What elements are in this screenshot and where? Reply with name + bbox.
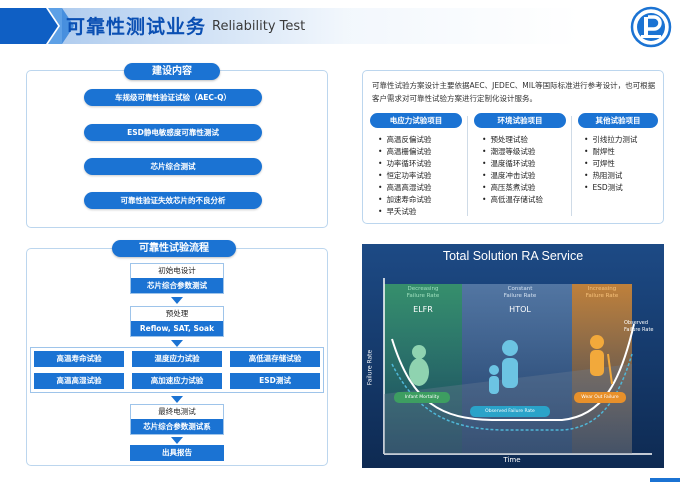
col-other-title: 其他试验项目 (578, 113, 658, 128)
list-item: 高低温存储试验 (482, 194, 566, 206)
list-item: 热阻测试 (584, 170, 658, 182)
phase-constant: Constant Failure Rate HTOL (470, 286, 570, 314)
desc-text: 可靠性试验方案设计主要依据AEC、JEDEC、MIL等国际标准进行参考设计，也可… (372, 81, 656, 103)
phase-label: Increasing (587, 286, 617, 292)
test-hi-lo-storage: 高低温存储试验 (230, 351, 320, 367)
phase-decreasing: Decreasing Failure Rate ELFR (386, 286, 460, 314)
flow-tests-group (30, 347, 324, 393)
flow-section-title: 可靠性试验流程 (112, 240, 236, 257)
build-section-title: 建设内容 (124, 63, 220, 80)
list-item: 温度冲击试验 (482, 170, 566, 182)
list-item: 早夭试验 (378, 206, 462, 218)
flow-step-pre: 预处理 Reflow, SAT, Soak (130, 306, 224, 337)
badge-observed-failure-rate: Observed Failure Rate (485, 409, 535, 414)
phase-label: Decreasing (407, 286, 439, 292)
page-title: 可靠性测试业务 (66, 16, 207, 38)
test-high-temp-humidity: 高温高湿试验 (34, 373, 124, 389)
list-item: 温度循环试验 (482, 158, 566, 170)
footer-accent (650, 478, 680, 482)
list-item: 可焊性 (584, 158, 658, 170)
test-esd: ESD测试 (230, 373, 320, 389)
phase-label: Failure Rate (585, 293, 619, 299)
col-electrical: 电应力试验项目 高温反偏试验 高温栅偏试验 功率循环试验 恒定功率试验 高温高湿… (370, 113, 462, 218)
build-item-failure-analysis: 可靠性验证失效芯片的不良分析 (84, 192, 262, 209)
list-item: 引线拉力测试 (584, 134, 658, 146)
elderly-figure-icon (590, 335, 613, 385)
badge-wear-out: Wear Out Failure (581, 395, 619, 400)
shield-p-logo-icon (630, 6, 672, 48)
list-item: 潮湿等级试验 (482, 146, 566, 158)
family-figure-icon (489, 340, 518, 394)
col-electrical-title: 电应力试验项目 (370, 113, 462, 128)
arrow-down-icon (171, 297, 183, 304)
divider (467, 116, 468, 216)
ra-service-figure: Total Solution RA Service Failure Rate T… (362, 244, 664, 468)
flow-step-final-body: 芯片综合参数测试系 (131, 419, 223, 434)
flow-step-report: 出具报告 (130, 445, 224, 461)
list-item: 高压蒸煮试验 (482, 182, 566, 194)
flow-step-initial-head: 初始电设计 (158, 266, 196, 275)
flow-step-pre-head: 预处理 (165, 309, 189, 318)
flow-step-final: 最终电测试 芯片综合参数测试系 (130, 404, 224, 435)
build-item-chip-test: 芯片综合测试 (84, 158, 262, 175)
col-environment-title: 环境试验项目 (474, 113, 566, 128)
badge-infant-mortality: Infant Mortality (404, 395, 440, 400)
flow-step-pre-body: Reflow, SAT, Soak (131, 321, 223, 336)
phase-label: Failure Rate (406, 293, 440, 299)
arrow-down-icon (171, 340, 183, 347)
list-item: 高温高湿试验 (378, 182, 462, 194)
col-other: 其他试验项目 引线拉力测试 耐焊性 可焊性 热阻测试 ESD测试 (578, 113, 658, 194)
ra-title: Total Solution RA Service (442, 249, 584, 263)
phase-label: Failure Rate (503, 293, 537, 299)
test-hast: 高加速应力试验 (132, 373, 222, 389)
flow-step-initial-body: 芯片综合参数测试 (131, 278, 223, 293)
ra-x-axis-label: Time (503, 456, 521, 464)
phase-tag: HTOL (509, 305, 531, 314)
list-item: 功率循环试验 (378, 158, 462, 170)
list-item: 预处理试验 (482, 134, 566, 146)
list-item: 恒定功率试验 (378, 170, 462, 182)
baby-figure-icon (409, 345, 429, 386)
phase-increasing: Increasing Failure Rate (574, 286, 630, 300)
list-item: ESD测试 (584, 182, 658, 194)
list-item: 高温反偏试验 (378, 134, 462, 146)
page-subtitle: Reliability Test (212, 19, 306, 34)
flow-step-final-head: 最终电测试 (158, 407, 196, 416)
header-banner (0, 8, 580, 44)
list-item: 加速寿命试验 (378, 194, 462, 206)
list-item: 高温栅偏试验 (378, 146, 462, 158)
build-item-esd: ESD静电敏感度可靠性测试 (84, 124, 262, 141)
bathtub-curve-illustration (362, 244, 664, 468)
build-item-aec: 车规级可靠性验证试验（AEC-Q） (84, 89, 262, 106)
flow-step-initial: 初始电设计 芯片综合参数测试 (130, 263, 224, 294)
phase-label: Constant (507, 286, 533, 292)
test-high-temp-life: 高温寿命试验 (34, 351, 124, 367)
col-environment: 环境试验项目 预处理试验 潮湿等级试验 温度循环试验 温度冲击试验 高压蒸煮试验… (474, 113, 566, 206)
test-temp-stress: 温度应力试验 (132, 351, 222, 367)
arrow-down-icon (171, 396, 183, 403)
arrow-down-icon (171, 437, 183, 444)
list-item: 耐焊性 (584, 146, 658, 158)
ra-y-axis-label: Failure Rate (366, 349, 374, 386)
observed-failure-rate-label: Observed Failure Rate (624, 320, 654, 333)
divider (571, 116, 572, 216)
phase-tag: ELFR (413, 305, 433, 314)
